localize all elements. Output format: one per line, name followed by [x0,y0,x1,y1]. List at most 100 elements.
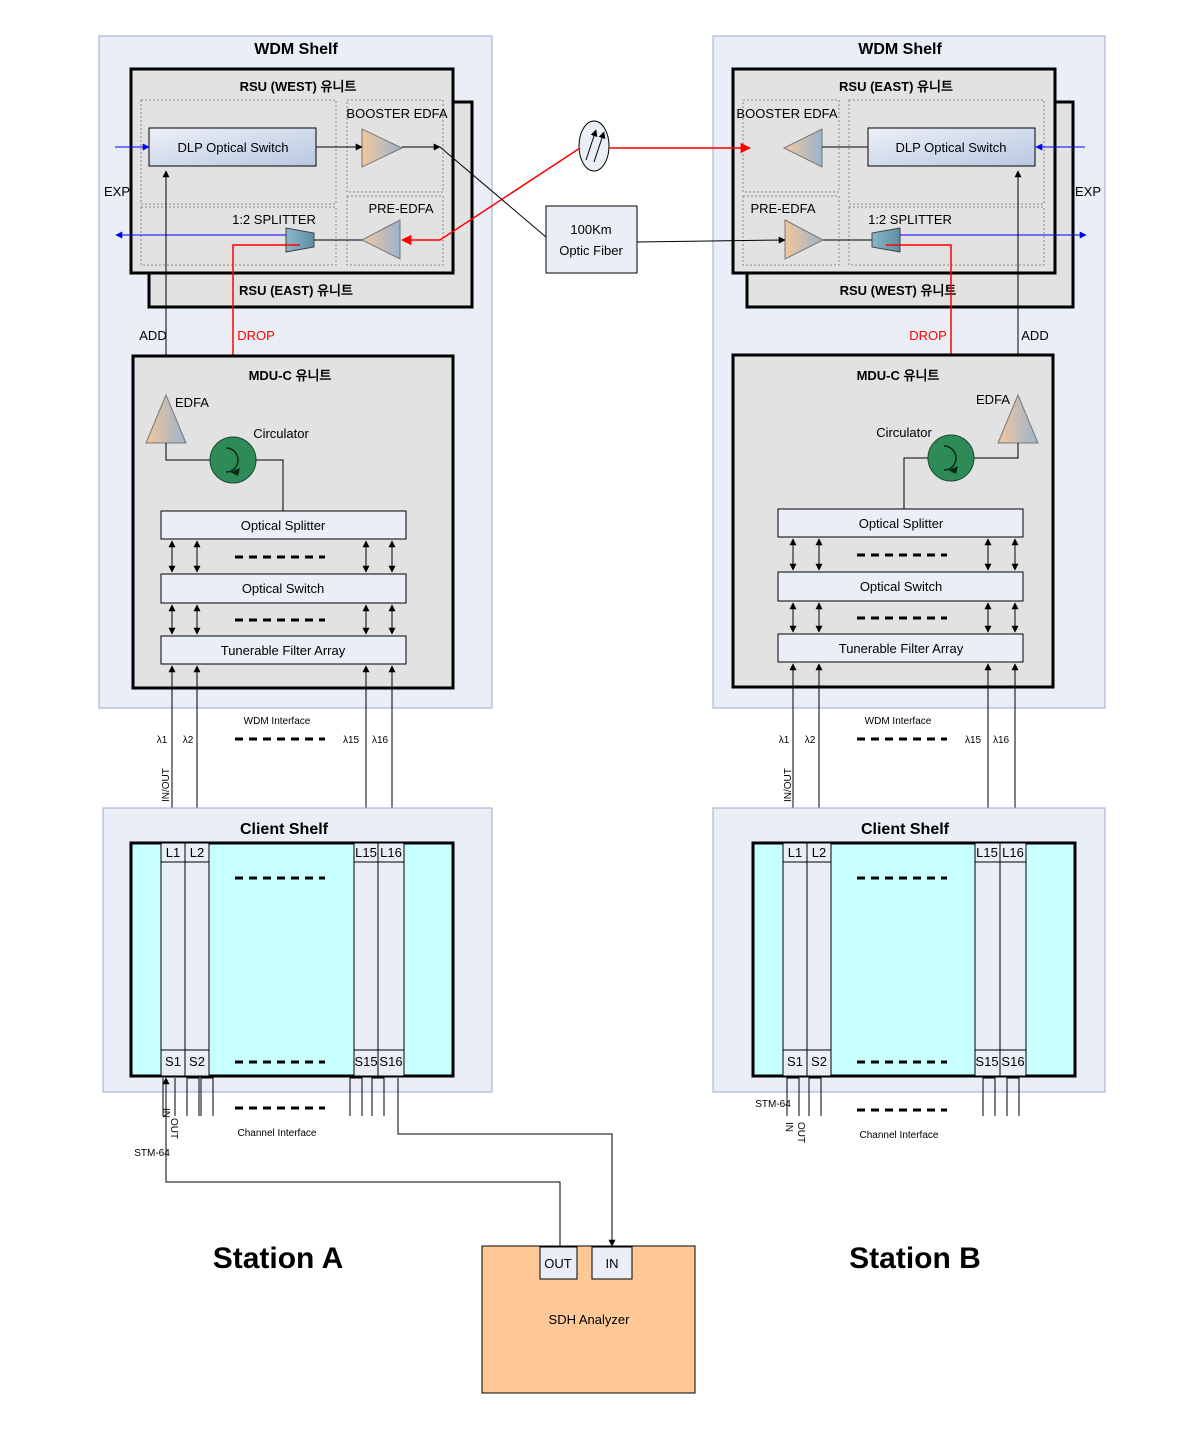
pre-edfa-a [360,219,401,260]
attenuator-icon [578,120,610,172]
lambda-15-b: λ15 [965,735,982,746]
analyzer-out-path [162,1077,561,1247]
port-l1-a: L1 [166,845,180,860]
lambda-15-a: λ15 [343,735,360,746]
client-shelf-title-b: Client Shelf [861,821,950,838]
drop-label-a: DROP [237,328,275,343]
port-l2-a: L2 [190,845,204,860]
edfa-label-b: EDFA [976,392,1010,407]
station-b-title: Station B [849,1242,981,1275]
wdm-shelf-title-a: WDM Shelf [254,41,338,58]
analyzer-name: SDH Analyzer [549,1312,631,1327]
port-s2-b: S2 [811,1054,827,1069]
dlp-switch-label-a: DLP Optical Switch [177,140,288,155]
mdu-label-b: MDU-C 유니트 [857,368,940,383]
booster-label-a: BOOSTER EDFA [346,106,447,121]
booster-edfa-b [782,128,823,168]
ch-in-b: IN [783,1122,794,1132]
pre-edfa-label-b: PRE-EDFA [750,201,815,216]
splitter-12-a [285,227,315,253]
in-out-label-b: IN/OUT [783,768,794,802]
optical-splitter-b [777,508,1024,538]
edfa-label-a: EDFA [175,395,209,410]
in-out-label-a: IN/OUT [161,768,172,802]
lambda-16-a: λ16 [372,735,389,746]
rsu-back-label-b: RSU (WEST) 유니트 [840,283,957,298]
station-a: WDM Shelf RSU (EAST) 유니트 RSU (WEST) 유니트 … [98,35,493,1275]
wdm-interface-label-a: WDM Interface [244,716,311,727]
channel-interface-label-a: Channel Interface [238,1128,317,1139]
rsu-front-label-a: RSU (WEST) 유니트 [240,79,357,94]
add-label-a: ADD [139,328,166,343]
optical-splitter-label-b: Optical Splitter [859,516,944,531]
exp-label-a: EXP [104,184,130,199]
stm-label-b: STM-64 [755,1099,791,1110]
port-s1-b: S1 [787,1054,803,1069]
ch-out-a: OUT [168,1118,179,1139]
port-s15-b: S15 [975,1054,998,1069]
fiber-return-path-a [400,147,581,246]
lambda-2-a: λ2 [183,735,194,746]
optical-splitter-label-a: Optical Splitter [241,518,326,533]
analyzer-in-path [397,1078,616,1247]
lambda-2-b: λ2 [805,735,816,746]
port-l16-a: L16 [380,845,402,860]
optical-switch-label-a: Optical Switch [242,581,324,596]
port-s1-a: S1 [165,1054,181,1069]
port-l2-b: L2 [812,845,826,860]
stm-label-a: STM-64 [134,1148,170,1159]
wdm-shelf-title-b: WDM Shelf [858,41,942,58]
lambda-1-a: λ1 [157,735,168,746]
analyzer-in-port [591,1246,633,1280]
analyzer-out-port [539,1246,578,1280]
mdu-label-a: MDU-C 유니트 [249,368,332,383]
filter-array-b [777,633,1024,663]
port-s16-a: S16 [379,1054,402,1069]
port-l1-b: L1 [788,845,802,860]
ch-out-b: OUT [795,1122,806,1143]
circulator-a [209,436,257,484]
splitter-12-label-a: 1:2 SPLITTER [232,212,316,227]
optical-splitter-a [160,510,407,540]
station-a-title: Station A [213,1242,344,1275]
port-s16-b: S16 [1001,1054,1024,1069]
booster-label-b: BOOSTER EDFA [736,106,837,121]
fiber-box [545,205,638,274]
port-s15-a: S15 [354,1054,377,1069]
circulator-label-b: Circulator [876,425,932,440]
optical-switch-label-b: Optical Switch [860,579,942,594]
lambda-16-b: λ16 [993,735,1010,746]
port-l15-a: L15 [355,845,377,860]
fiber-label-1: 100Km [570,222,611,237]
filter-array-label-b: Tunerable Filter Array [839,641,964,656]
analyzer-out-label: OUT [544,1256,572,1271]
channel-interface-label-b: Channel Interface [860,1130,939,1141]
rsu-back-label-a: RSU (EAST) 유니트 [239,283,353,298]
filter-array-a [160,635,407,665]
client-shelf-title-a: Client Shelf [240,821,329,838]
port-s2-a: S2 [189,1054,205,1069]
circulator-b [927,434,975,482]
lambda-1-b: λ1 [779,735,790,746]
add-label-b: ADD [1021,328,1048,343]
pre-edfa-label-a: PRE-EDFA [368,201,433,216]
dlp-switch-label-b: DLP Optical Switch [895,140,1006,155]
analyzer-in-label: IN [606,1256,619,1271]
filter-array-label-a: Tunerable Filter Array [221,643,346,658]
splitter-12-b [871,227,901,253]
fiber-label-2: Optic Fiber [559,243,623,258]
station-b: WDM Shelf RSU (WEST) 유니트 RSU (EAST) 유니트 … [712,35,1106,1275]
splitter-12-label-b: 1:2 SPLITTER [868,212,952,227]
optical-switch-b [777,571,1024,602]
exp-label-b: EXP [1075,184,1101,199]
optical-switch-a [160,573,407,604]
drop-label-b: DROP [909,328,947,343]
port-l15-b: L15 [976,845,998,860]
rsu-front-label-b: RSU (EAST) 유니트 [839,79,953,94]
port-l16-b: L16 [1002,845,1024,860]
dlp-optical-switch-b [867,127,1036,167]
sdh-analyzer [481,1245,696,1394]
circulator-label-a: Circulator [253,426,309,441]
wdm-interface-label-b: WDM Interface [865,716,932,727]
